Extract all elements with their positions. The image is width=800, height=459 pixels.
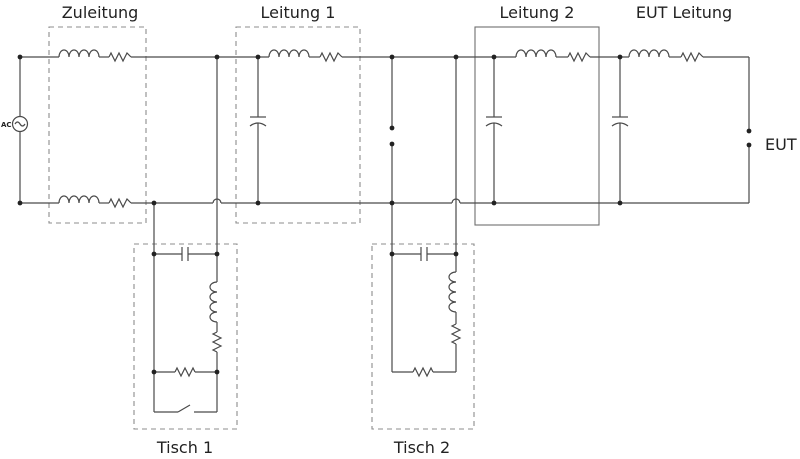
junction-dots: [17, 54, 752, 375]
tisch2-network: [391, 57, 462, 378]
tisch1-label: Tisch 1: [156, 438, 213, 457]
resistor-leitung1: [319, 51, 343, 63]
tisch1-box: [133, 243, 238, 430]
inductor-eut-leitung: [628, 49, 670, 58]
leitung2-box: [474, 26, 600, 226]
resistor-zuleitung-bottom: [108, 197, 132, 209]
eut-leitung-label: EUT Leitung: [636, 3, 732, 22]
eut-label: EUT: [765, 135, 797, 154]
tisch1-network: [153, 57, 223, 413]
resistor-leitung2: [567, 51, 591, 63]
inductor-zuleitung-bottom: [58, 195, 100, 204]
inductor-leitung2: [515, 49, 557, 58]
ac-source: AC: [1, 57, 29, 203]
resistor-zuleitung-top: [108, 51, 132, 63]
inductor-leitung1: [268, 49, 310, 58]
leitung1-label: Leitung 1: [261, 3, 336, 22]
resistor-eut-leitung: [680, 51, 704, 63]
inductor-zuleitung-top: [58, 49, 100, 58]
ac-label: AC: [1, 121, 12, 129]
zuleitung-label: Zuleitung: [62, 3, 139, 22]
capacitor-eut-leitung: [611, 57, 629, 203]
capacitor-leitung1: [249, 57, 267, 203]
zuleitung-box: [48, 26, 147, 224]
capacitor-leitung2: [485, 57, 503, 203]
tisch2-label: Tisch 2: [393, 438, 450, 457]
tisch2-box: [371, 243, 475, 430]
leitung1-box: [235, 26, 361, 224]
leitung2-label: Leitung 2: [500, 3, 575, 22]
